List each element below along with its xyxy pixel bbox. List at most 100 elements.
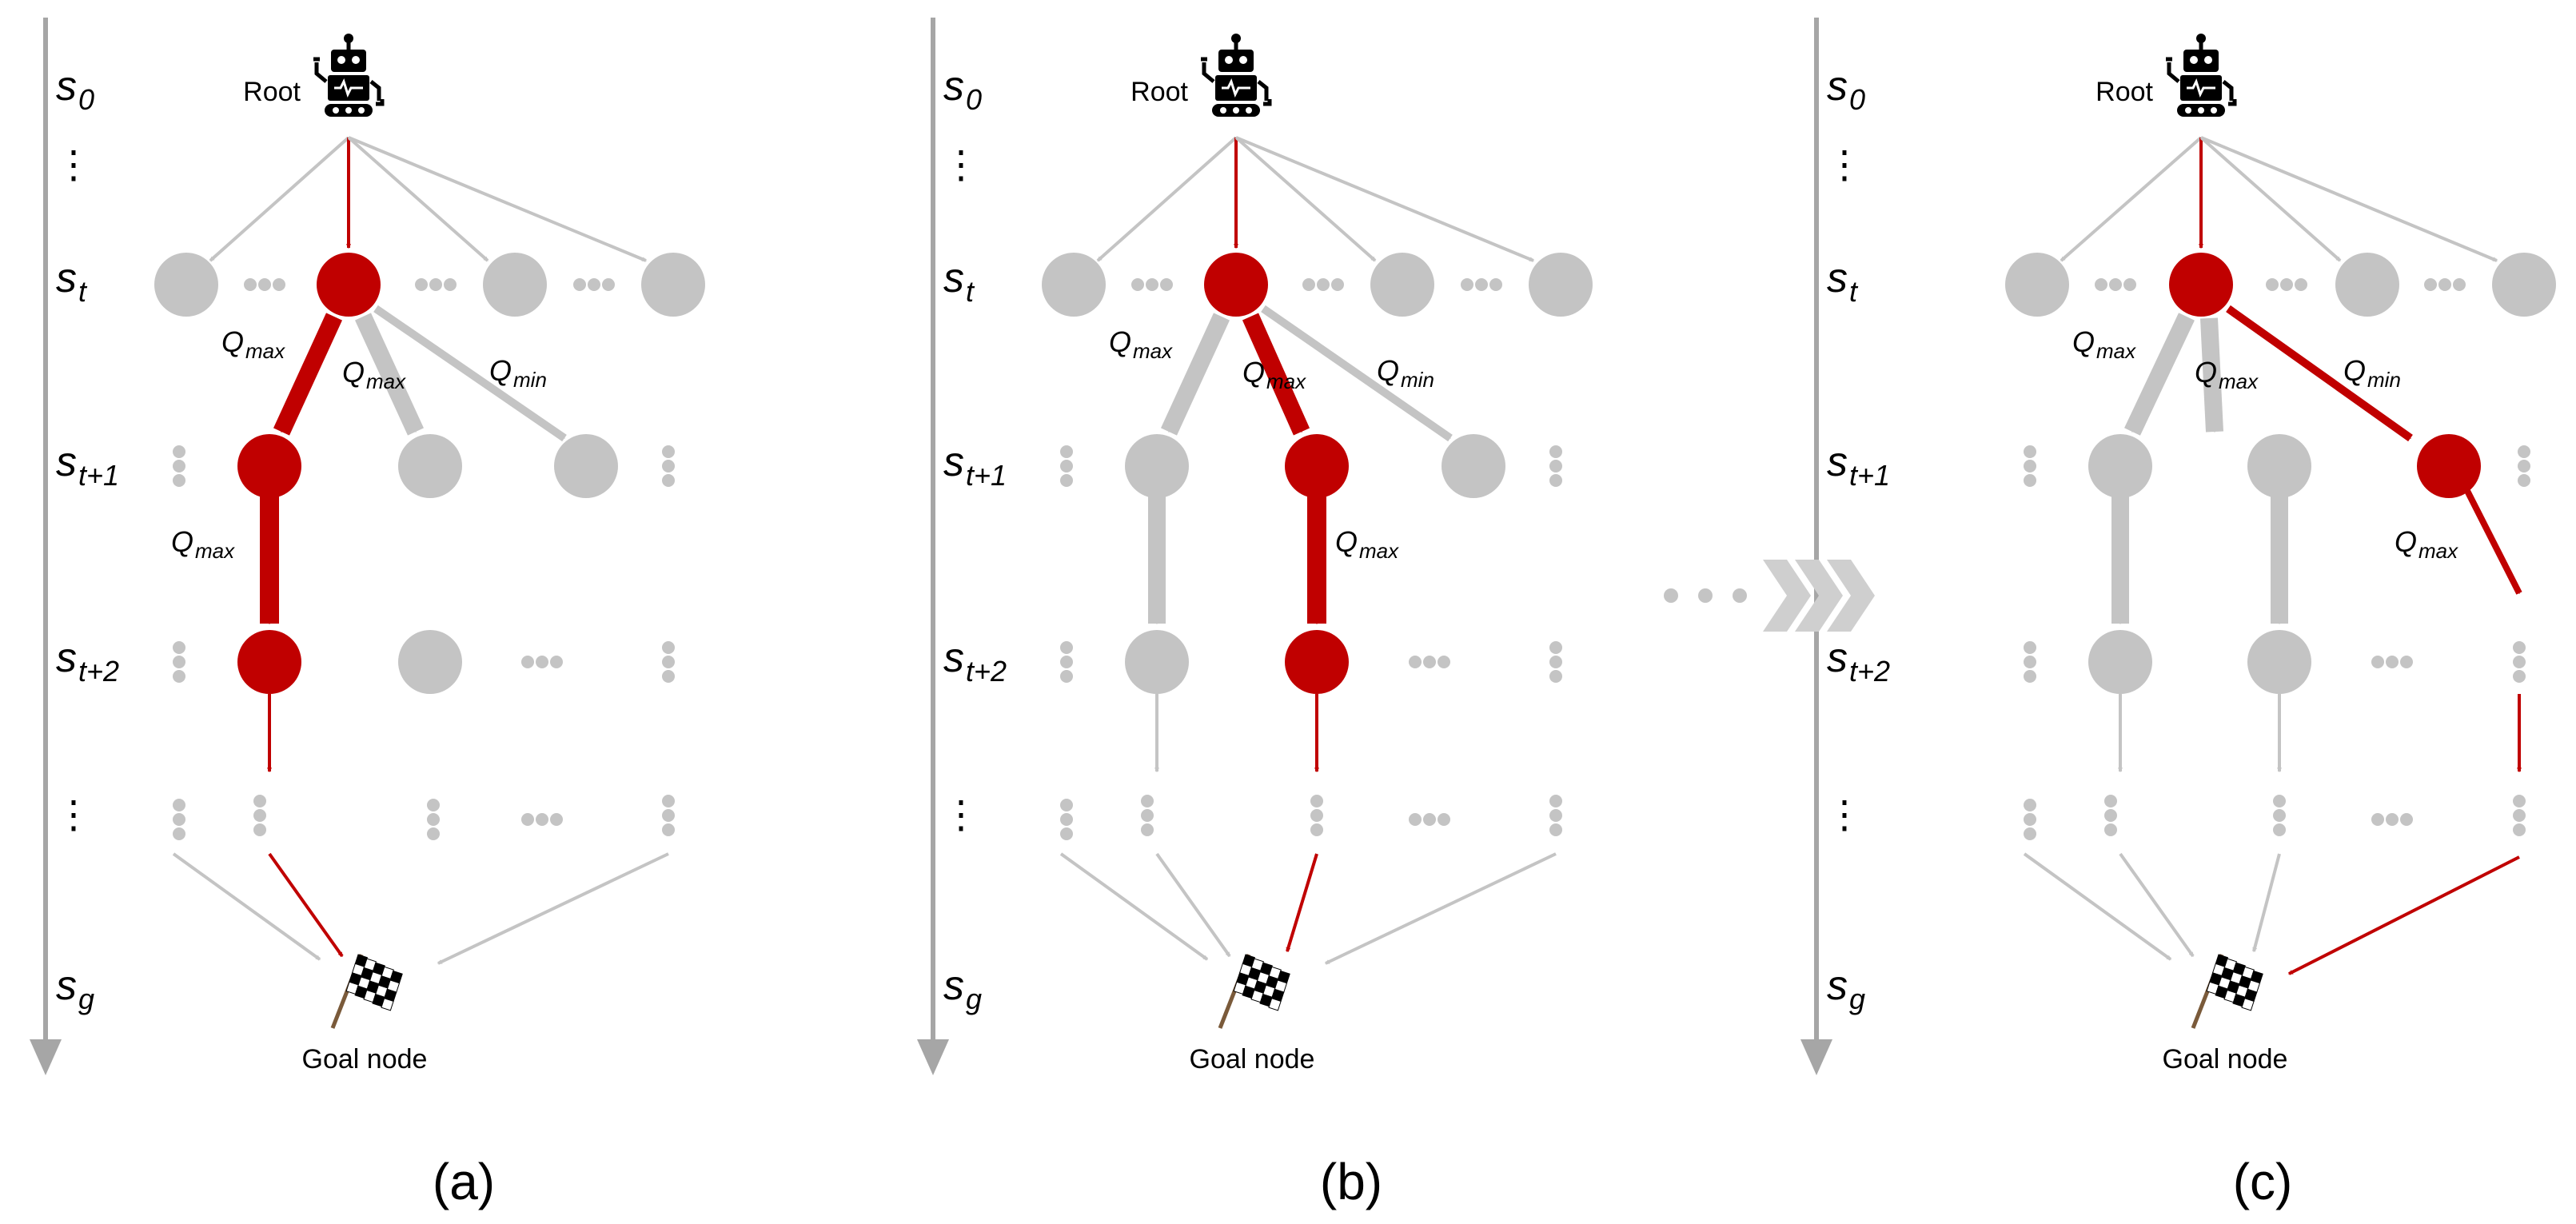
tree-node — [2335, 253, 2399, 317]
vertical-ellipsis-icon — [2513, 641, 2526, 683]
q-min-label: Qmin — [2343, 354, 2401, 392]
tree-node — [1529, 253, 1593, 317]
root-label: Root — [1130, 77, 1188, 107]
state-label-sub: t+1 — [78, 459, 119, 492]
goal-node-label: Goal node — [1190, 1044, 1315, 1074]
state-label-sub: 0 — [1849, 83, 1865, 116]
vertical-ellipsis-icon — [1310, 795, 1323, 836]
state-label-base: s — [1827, 963, 1848, 1009]
state-label-sub: 0 — [966, 83, 982, 116]
q-max-label: Qmax — [2195, 356, 2259, 393]
state-label-s0: s0 — [56, 63, 94, 116]
horizontal-ellipsis-icon — [2371, 656, 2413, 668]
edge-arrow — [1161, 313, 1230, 436]
tree-node — [2247, 434, 2311, 498]
q-label-base: Q — [171, 525, 193, 558]
horizontal-ellipsis-icon — [2095, 278, 2136, 291]
q-max-label: Qmax — [2072, 325, 2136, 363]
vertical-ellipsis-icon — [1549, 795, 1562, 836]
q-label-sub: max — [1133, 339, 1173, 363]
state-label-sub: t+2 — [78, 655, 119, 688]
selected-edge-arrow — [1286, 853, 1318, 953]
vertical-ellipsis-icon — [253, 795, 266, 836]
goal-node-label: Goal node — [2163, 1044, 2288, 1074]
tree-node — [641, 253, 705, 317]
vertical-ellipsis-icon — [1549, 641, 1562, 683]
vertical-ellipsis-icon — [173, 799, 185, 840]
horizontal-ellipsis-icon — [2371, 813, 2413, 826]
panel-label-a: (a) — [433, 1153, 495, 1210]
vertical-ellipsis-icon — [2104, 795, 2117, 836]
edge-arrow — [437, 852, 669, 965]
state-label-base: s — [1827, 63, 1848, 110]
horizontal-ellipsis-icon — [521, 656, 563, 668]
transition-dots — [1664, 588, 1747, 603]
robot-icon — [2166, 34, 2237, 117]
vertical-ellipsis-icon — [662, 795, 675, 836]
state-label-st2: st+2 — [1827, 635, 1890, 688]
q-max-label: Qmax — [1109, 325, 1173, 363]
edge-arrow — [2119, 852, 2195, 958]
tree-node-selected — [317, 253, 381, 317]
q-label-base: Q — [1377, 354, 1399, 387]
state-label-st: st — [1827, 255, 1859, 308]
state-label-sub: t — [78, 275, 88, 308]
tree-node-selected — [1204, 253, 1268, 317]
vertical-ellipsis-icon — [2024, 641, 2036, 683]
q-label-sub: max — [245, 339, 285, 363]
tree-node — [2005, 253, 2069, 317]
vertical-ellipsis-icon — [427, 799, 440, 840]
selected-edge-arrow — [2287, 855, 2520, 975]
tree-node — [398, 434, 462, 498]
selected-edge-arrow — [2462, 484, 2522, 595]
state-label-st1: st+1 — [1827, 439, 1890, 492]
edge-arrow — [1234, 136, 1377, 262]
q-max-label: Qmax — [1242, 356, 1306, 393]
tree-node — [2088, 630, 2152, 694]
edge-arrow — [1235, 136, 1535, 262]
q-max-label: Qmax — [1335, 525, 1399, 563]
selected-edge-arrow — [1242, 313, 1310, 436]
q-label-sub: min — [1401, 368, 1434, 392]
q-label-sub: max — [2418, 539, 2458, 563]
state-label-sg: sg — [1827, 963, 1865, 1015]
state-label-base: s — [1827, 255, 1848, 301]
edge-arrow — [1059, 852, 1209, 961]
state-label-ellipsis: ⋮ — [54, 144, 93, 186]
state-label-base: s — [943, 439, 964, 485]
panel-labels-layer: (a) (b) (c) — [433, 1153, 2292, 1210]
checkered-flag-icon — [2191, 954, 2263, 1029]
state-label-base: s — [56, 635, 77, 681]
vertical-ellipsis-icon — [2513, 795, 2526, 836]
state-label-base: s — [943, 63, 964, 110]
tree-node — [1370, 253, 1434, 317]
vertical-ellipsis-icon — [2024, 445, 2036, 487]
tree-node-selected — [2169, 253, 2233, 317]
selected-edge-arrow — [2226, 305, 2413, 442]
vertical-ellipsis-icon — [1060, 641, 1073, 683]
edge-arrow — [2124, 313, 2195, 436]
q-label-base: Q — [1109, 325, 1131, 358]
tree-node-selected — [237, 434, 301, 498]
q-max-label: Qmax — [171, 525, 235, 563]
horizontal-ellipsis-icon — [244, 278, 285, 291]
state-label-sub: g — [1849, 983, 1865, 1015]
q-label-sub: max — [366, 369, 406, 393]
time-axis-arrowhead — [917, 1039, 949, 1075]
tree-node — [1042, 253, 1106, 317]
state-label-base: s — [56, 63, 77, 110]
q-label-base: Q — [221, 325, 244, 358]
state-label-sub: g — [966, 983, 982, 1015]
checkered-flag-icon — [330, 954, 403, 1029]
q-label-sub: max — [2096, 339, 2136, 363]
q-label-sub: min — [2367, 368, 2401, 392]
state-label-base: s — [56, 963, 77, 1009]
state-label-sub: t+2 — [966, 655, 1007, 688]
edge-arrow — [1324, 852, 1557, 965]
vertical-ellipsis-icon — [662, 445, 675, 487]
state-label-s0: s0 — [1827, 63, 1865, 116]
q-label-sub: max — [2219, 369, 2259, 393]
horizontal-ellipsis-icon — [1302, 278, 1344, 291]
state-label-base: s — [943, 635, 964, 681]
q-label-base: Q — [2343, 354, 2366, 387]
